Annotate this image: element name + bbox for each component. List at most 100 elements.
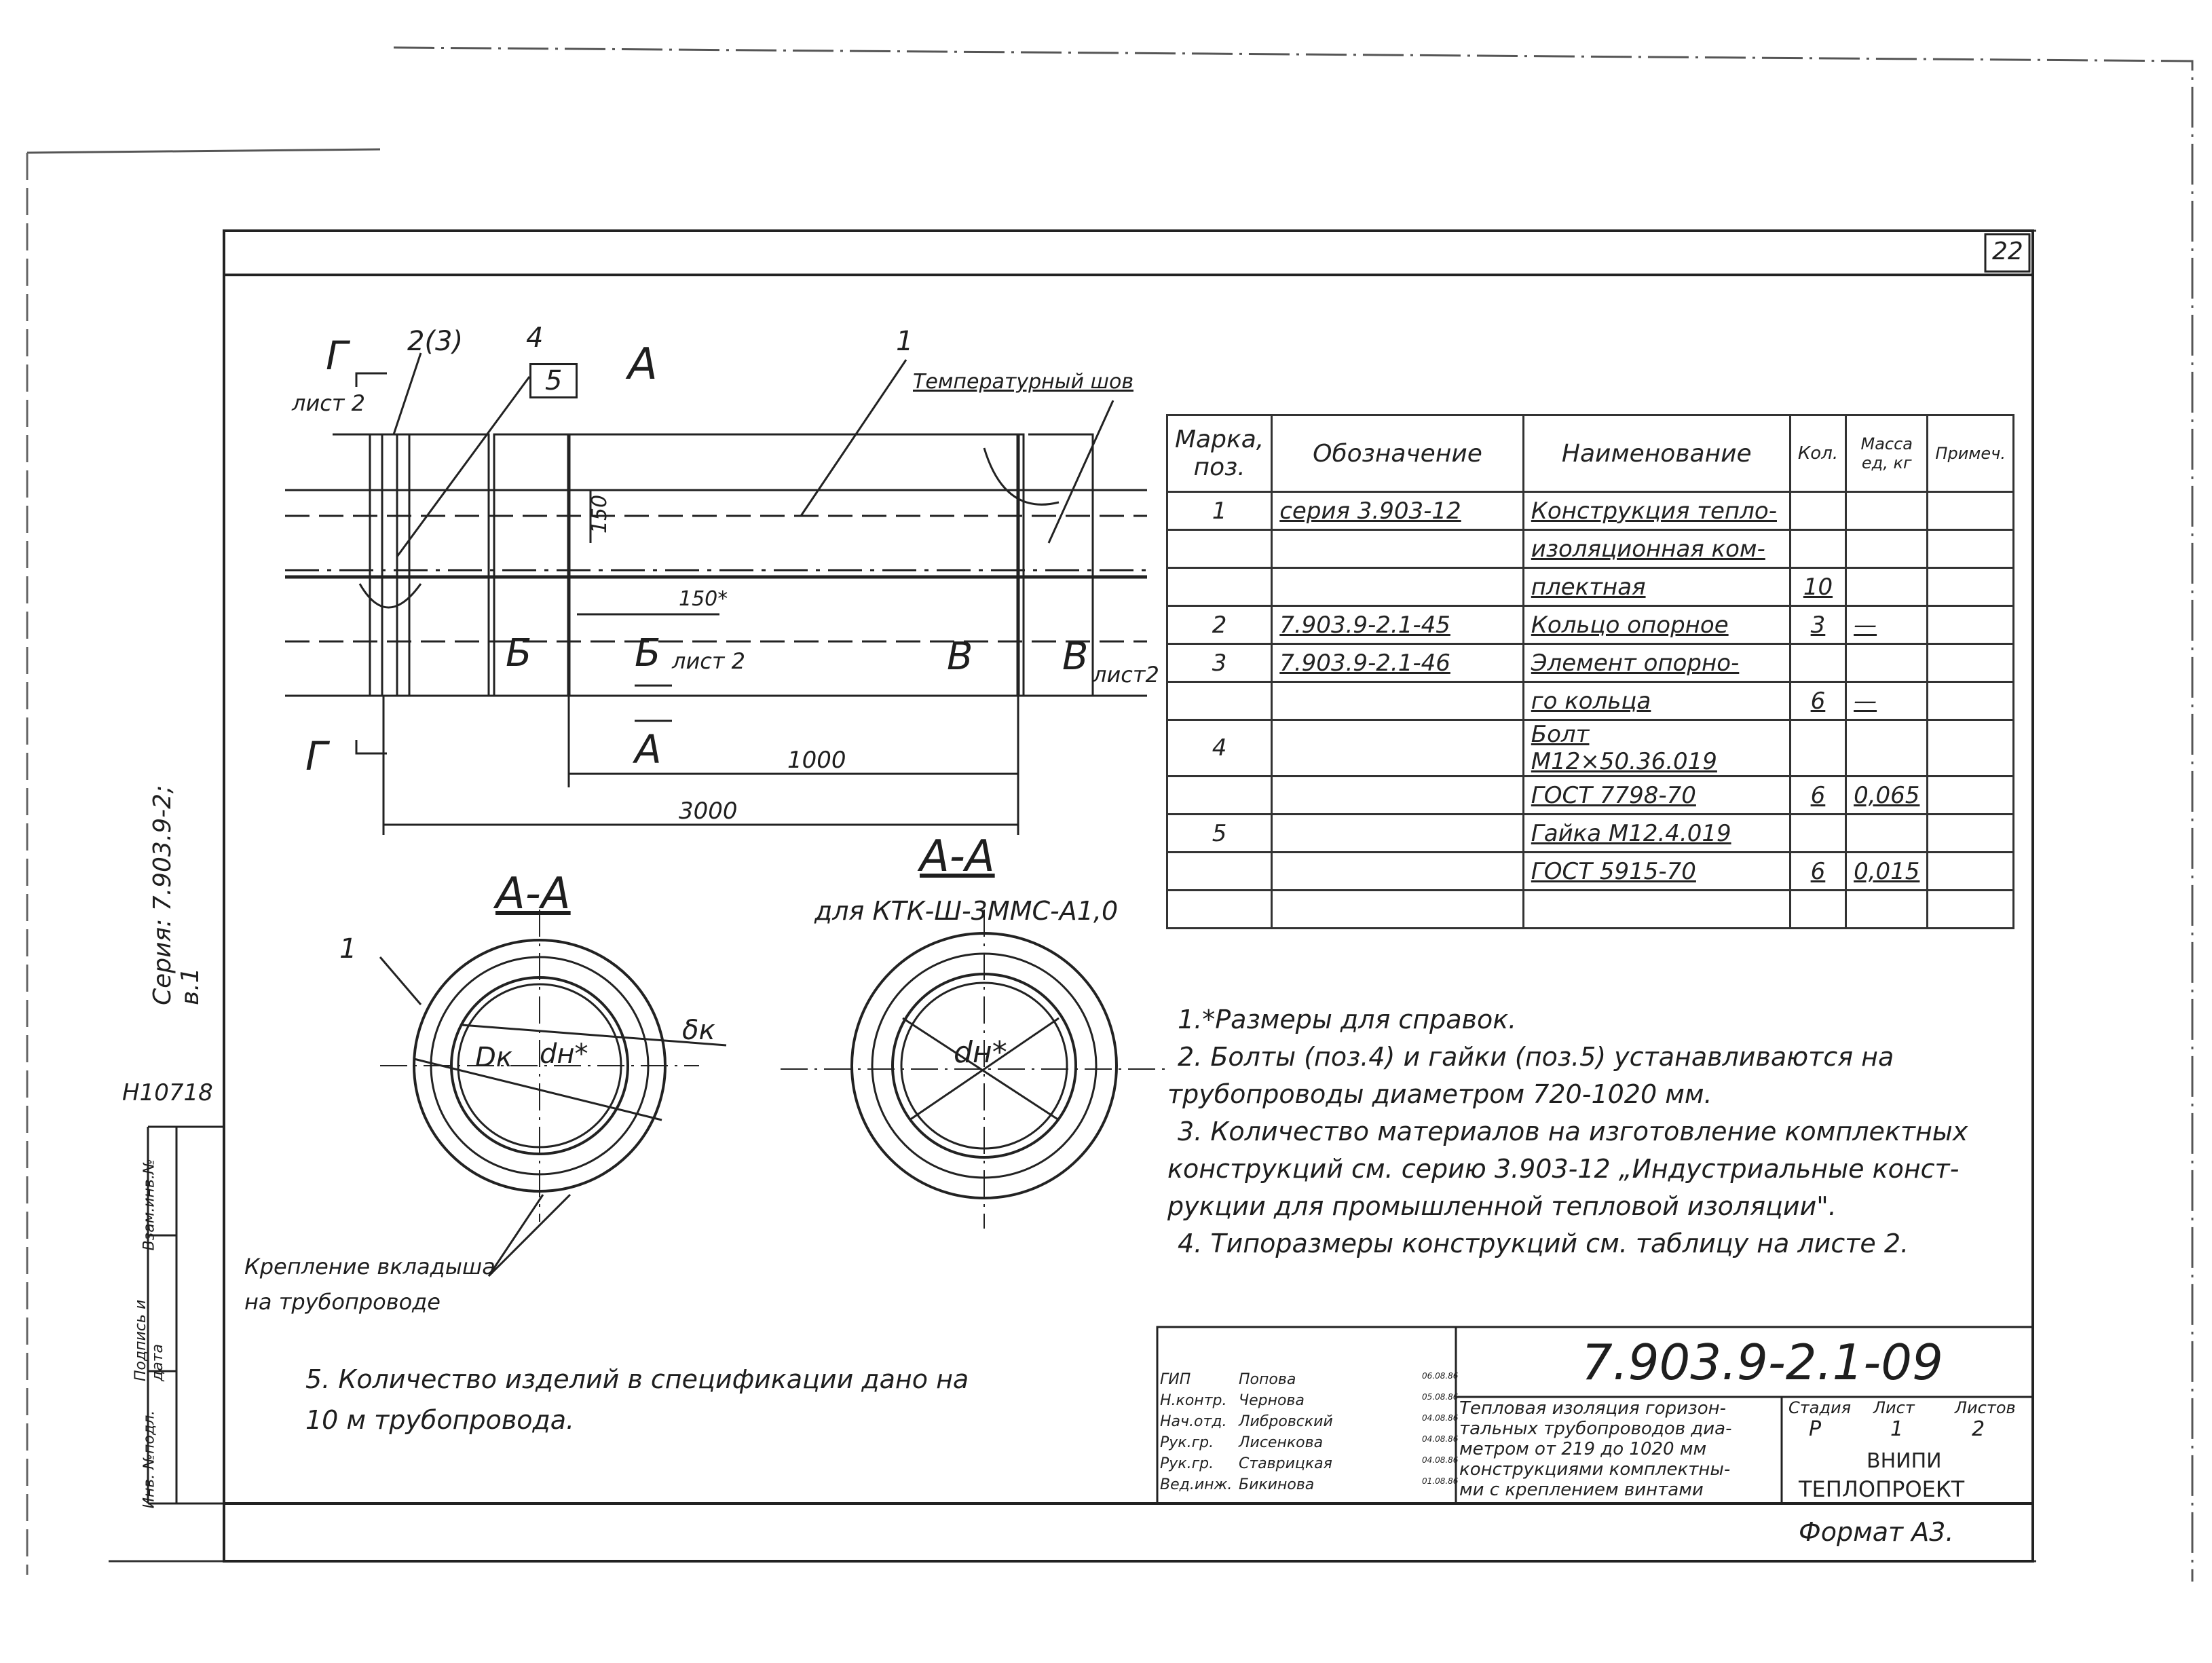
spec-cell: 6 xyxy=(1788,851,1848,891)
spec-cell: 0,065 xyxy=(1845,775,1929,815)
label-delta-k: δк xyxy=(682,1015,715,1046)
note-line: конструкций см. серию 3.903-12 „Индустри… xyxy=(1167,1154,1960,1184)
staff-cell: 04.08.86 xyxy=(1422,1434,1459,1444)
staff-cell: Нач.отд. xyxy=(1160,1413,1227,1430)
spec-cell xyxy=(1165,889,1273,929)
spec-cell: — xyxy=(1845,681,1929,721)
stage-header: Стадия xyxy=(1788,1398,1852,1417)
label-pos-23: 2(3) xyxy=(407,326,464,357)
spec-cell: ГОСТ 5915-70 xyxy=(1522,851,1791,891)
staff-cell: Лисенкова xyxy=(1239,1434,1324,1451)
spec-cell xyxy=(1271,775,1524,815)
staff-cell: 06.08.86 xyxy=(1422,1371,1459,1381)
section-aa-left xyxy=(379,910,727,1277)
label-g-top: Г xyxy=(326,333,348,379)
spec-cell: изоляционная ком- xyxy=(1522,529,1791,569)
staff-cell: 05.08.86 xyxy=(1422,1392,1459,1402)
inner-frame xyxy=(223,274,2034,1505)
spec-cell xyxy=(1845,889,1929,929)
spec-cell: серия 3.903-12 xyxy=(1271,491,1524,531)
title-line: Тепловая изоляция горизон- xyxy=(1459,1398,1727,1419)
spec-cell: Гайка М12.4.019 xyxy=(1522,813,1791,853)
staff-cell: Ставрицкая xyxy=(1239,1455,1332,1472)
spec-cell xyxy=(1271,567,1524,607)
label-v-left: В xyxy=(947,635,973,679)
title-line: метром от 219 до 1020 мм xyxy=(1459,1439,1707,1459)
spec-cell xyxy=(1165,567,1273,607)
stage-value: Р xyxy=(1809,1417,1822,1441)
note-line: трубопроводы диаметром 720-1020 мм. xyxy=(1167,1079,1712,1109)
spec-cell xyxy=(1788,643,1848,683)
label-b-left: Б xyxy=(506,631,532,675)
staff-cell: 04.08.86 xyxy=(1422,1455,1459,1465)
spec-cell xyxy=(1845,567,1929,607)
title-line: тальных трубопроводов диа- xyxy=(1459,1419,1732,1439)
spec-cell: 5 xyxy=(1165,813,1273,853)
spec-cell xyxy=(1788,529,1848,569)
spec-cell xyxy=(1522,889,1791,929)
spec-row: изоляционная ком- xyxy=(1165,529,2014,569)
dim-150-vertical: 150 xyxy=(588,494,612,534)
spec-cell xyxy=(1926,681,2014,721)
note5-line1: 5. Количество изделий в спецификации дан… xyxy=(305,1364,969,1394)
sheet-header: Лист xyxy=(1873,1398,1915,1417)
spec-cell: 2 xyxy=(1165,605,1273,645)
section-aa-left-title: А-А xyxy=(495,869,571,919)
col-qty: Кол. xyxy=(1788,414,1848,493)
spec-cell xyxy=(1788,491,1848,531)
spec-cell: Кольцо опорное xyxy=(1522,605,1791,645)
title-line: конструкциями комплектны- xyxy=(1459,1459,1731,1480)
spec-cell xyxy=(1926,889,2014,929)
label-temp-seam: Температурный шов xyxy=(913,370,1134,394)
side-cell-3: Взам.инв.№ xyxy=(140,1159,158,1251)
dim-1000: 1000 xyxy=(787,747,846,774)
page-number: 22 xyxy=(1992,238,2023,265)
spec-row xyxy=(1165,889,2014,929)
label-a-bottom: А xyxy=(635,726,662,772)
staff-cell: 01.08.86 xyxy=(1422,1476,1459,1486)
label-list2-b: лист 2 xyxy=(672,648,746,674)
col-mark: Марка, поз. xyxy=(1165,414,1273,493)
label-b-right: Б xyxy=(635,631,661,675)
spec-cell xyxy=(1926,851,2014,891)
spec-cell xyxy=(1271,813,1524,853)
spec-cell xyxy=(1926,813,2014,853)
dim-3000: 3000 xyxy=(679,798,738,825)
note-line: 4. Типоразмеры конструкций см. таблицу н… xyxy=(1178,1229,1909,1258)
label-pos-1-section: 1 xyxy=(339,933,357,965)
staff-cell: Н.контр. xyxy=(1160,1392,1227,1409)
spec-cell xyxy=(1271,719,1524,777)
spec-cell xyxy=(1271,681,1524,721)
section-aa-right-title: А-А xyxy=(920,832,995,882)
spec-cell xyxy=(1165,529,1273,569)
spec-cell: го кольца xyxy=(1522,681,1791,721)
spec-cell xyxy=(1788,889,1848,929)
label-dk: Dк xyxy=(475,1042,512,1073)
label-v-right: В xyxy=(1062,635,1089,679)
spec-cell xyxy=(1926,529,2014,569)
label-a-top: А xyxy=(628,339,658,390)
staff-cell: 04.08.86 xyxy=(1422,1413,1459,1423)
sheets-value: 2 xyxy=(1972,1417,1985,1441)
spec-cell: ГОСТ 7798-70 xyxy=(1522,775,1791,815)
spec-cell xyxy=(1788,813,1848,853)
staff-cell: Рук.гр. xyxy=(1160,1455,1214,1472)
section-aa-right-subtitle: для КТК-Ш-3ММС-А1,0 xyxy=(814,896,1119,926)
label-list2-left: лист 2 xyxy=(292,390,366,416)
spec-cell xyxy=(1271,889,1524,929)
spec-cell: 3 xyxy=(1788,605,1848,645)
spec-cell xyxy=(1845,529,1929,569)
spec-cell xyxy=(1926,605,2014,645)
note-line: 1.*Размеры для справок. xyxy=(1178,1005,1517,1034)
section-aa-right xyxy=(781,910,1167,1229)
spec-cell xyxy=(1271,529,1524,569)
spec-cell xyxy=(1926,775,2014,815)
label-g-bottom: Г xyxy=(305,733,328,779)
staff-cell: Вед.инж. xyxy=(1160,1476,1233,1493)
